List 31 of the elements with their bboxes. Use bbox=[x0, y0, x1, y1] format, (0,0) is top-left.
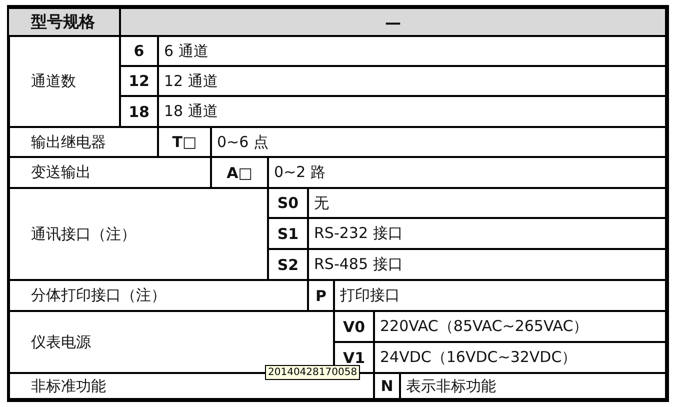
code-cell: A□ bbox=[211, 157, 268, 188]
row-label-cell: 输出继电器 bbox=[8, 127, 158, 157]
row-label-cell: 通道数 bbox=[8, 36, 120, 127]
description-cell: 24VDC（16VDC~32VDC） bbox=[374, 342, 666, 373]
code-cell: N bbox=[374, 373, 400, 399]
description-cell: 表示非标功能 bbox=[400, 373, 666, 399]
description-cell: 18 通道 bbox=[158, 96, 666, 127]
description-cell: 12 通道 bbox=[158, 66, 666, 96]
description-cell: 220VAC（85VAC~265VAC） bbox=[374, 311, 666, 342]
row-label-cell: 通讯接口（注） bbox=[8, 188, 268, 280]
description-cell: RS-232 接口 bbox=[308, 218, 666, 249]
description-cell: RS-485 接口 bbox=[308, 249, 666, 280]
row-label-cell: 变送输出 bbox=[8, 157, 211, 188]
description-cell: 6 通道 bbox=[158, 36, 666, 66]
code-cell: 12 bbox=[120, 66, 158, 96]
timestamp-label: 20140428170058 bbox=[265, 365, 360, 380]
row-label-cell: 分体打印接口（注） bbox=[8, 280, 308, 311]
code-cell: S0 bbox=[268, 188, 308, 218]
code-cell: 18 bbox=[120, 96, 158, 127]
header-cell: 型号规格 bbox=[8, 8, 120, 36]
description-cell: 无 bbox=[308, 188, 666, 218]
code-cell: P bbox=[308, 280, 334, 311]
description-cell: 打印接口 bbox=[334, 280, 666, 311]
description-cell: 0~6 点 bbox=[211, 127, 666, 157]
description-cell: 0~2 路 bbox=[268, 157, 666, 188]
code-cell: S2 bbox=[268, 249, 308, 280]
code-cell: 6 bbox=[120, 36, 158, 66]
header-cell: — bbox=[120, 8, 666, 36]
code-cell: V0 bbox=[334, 311, 374, 342]
code-cell: S1 bbox=[268, 218, 308, 249]
code-cell: T□ bbox=[158, 127, 211, 157]
